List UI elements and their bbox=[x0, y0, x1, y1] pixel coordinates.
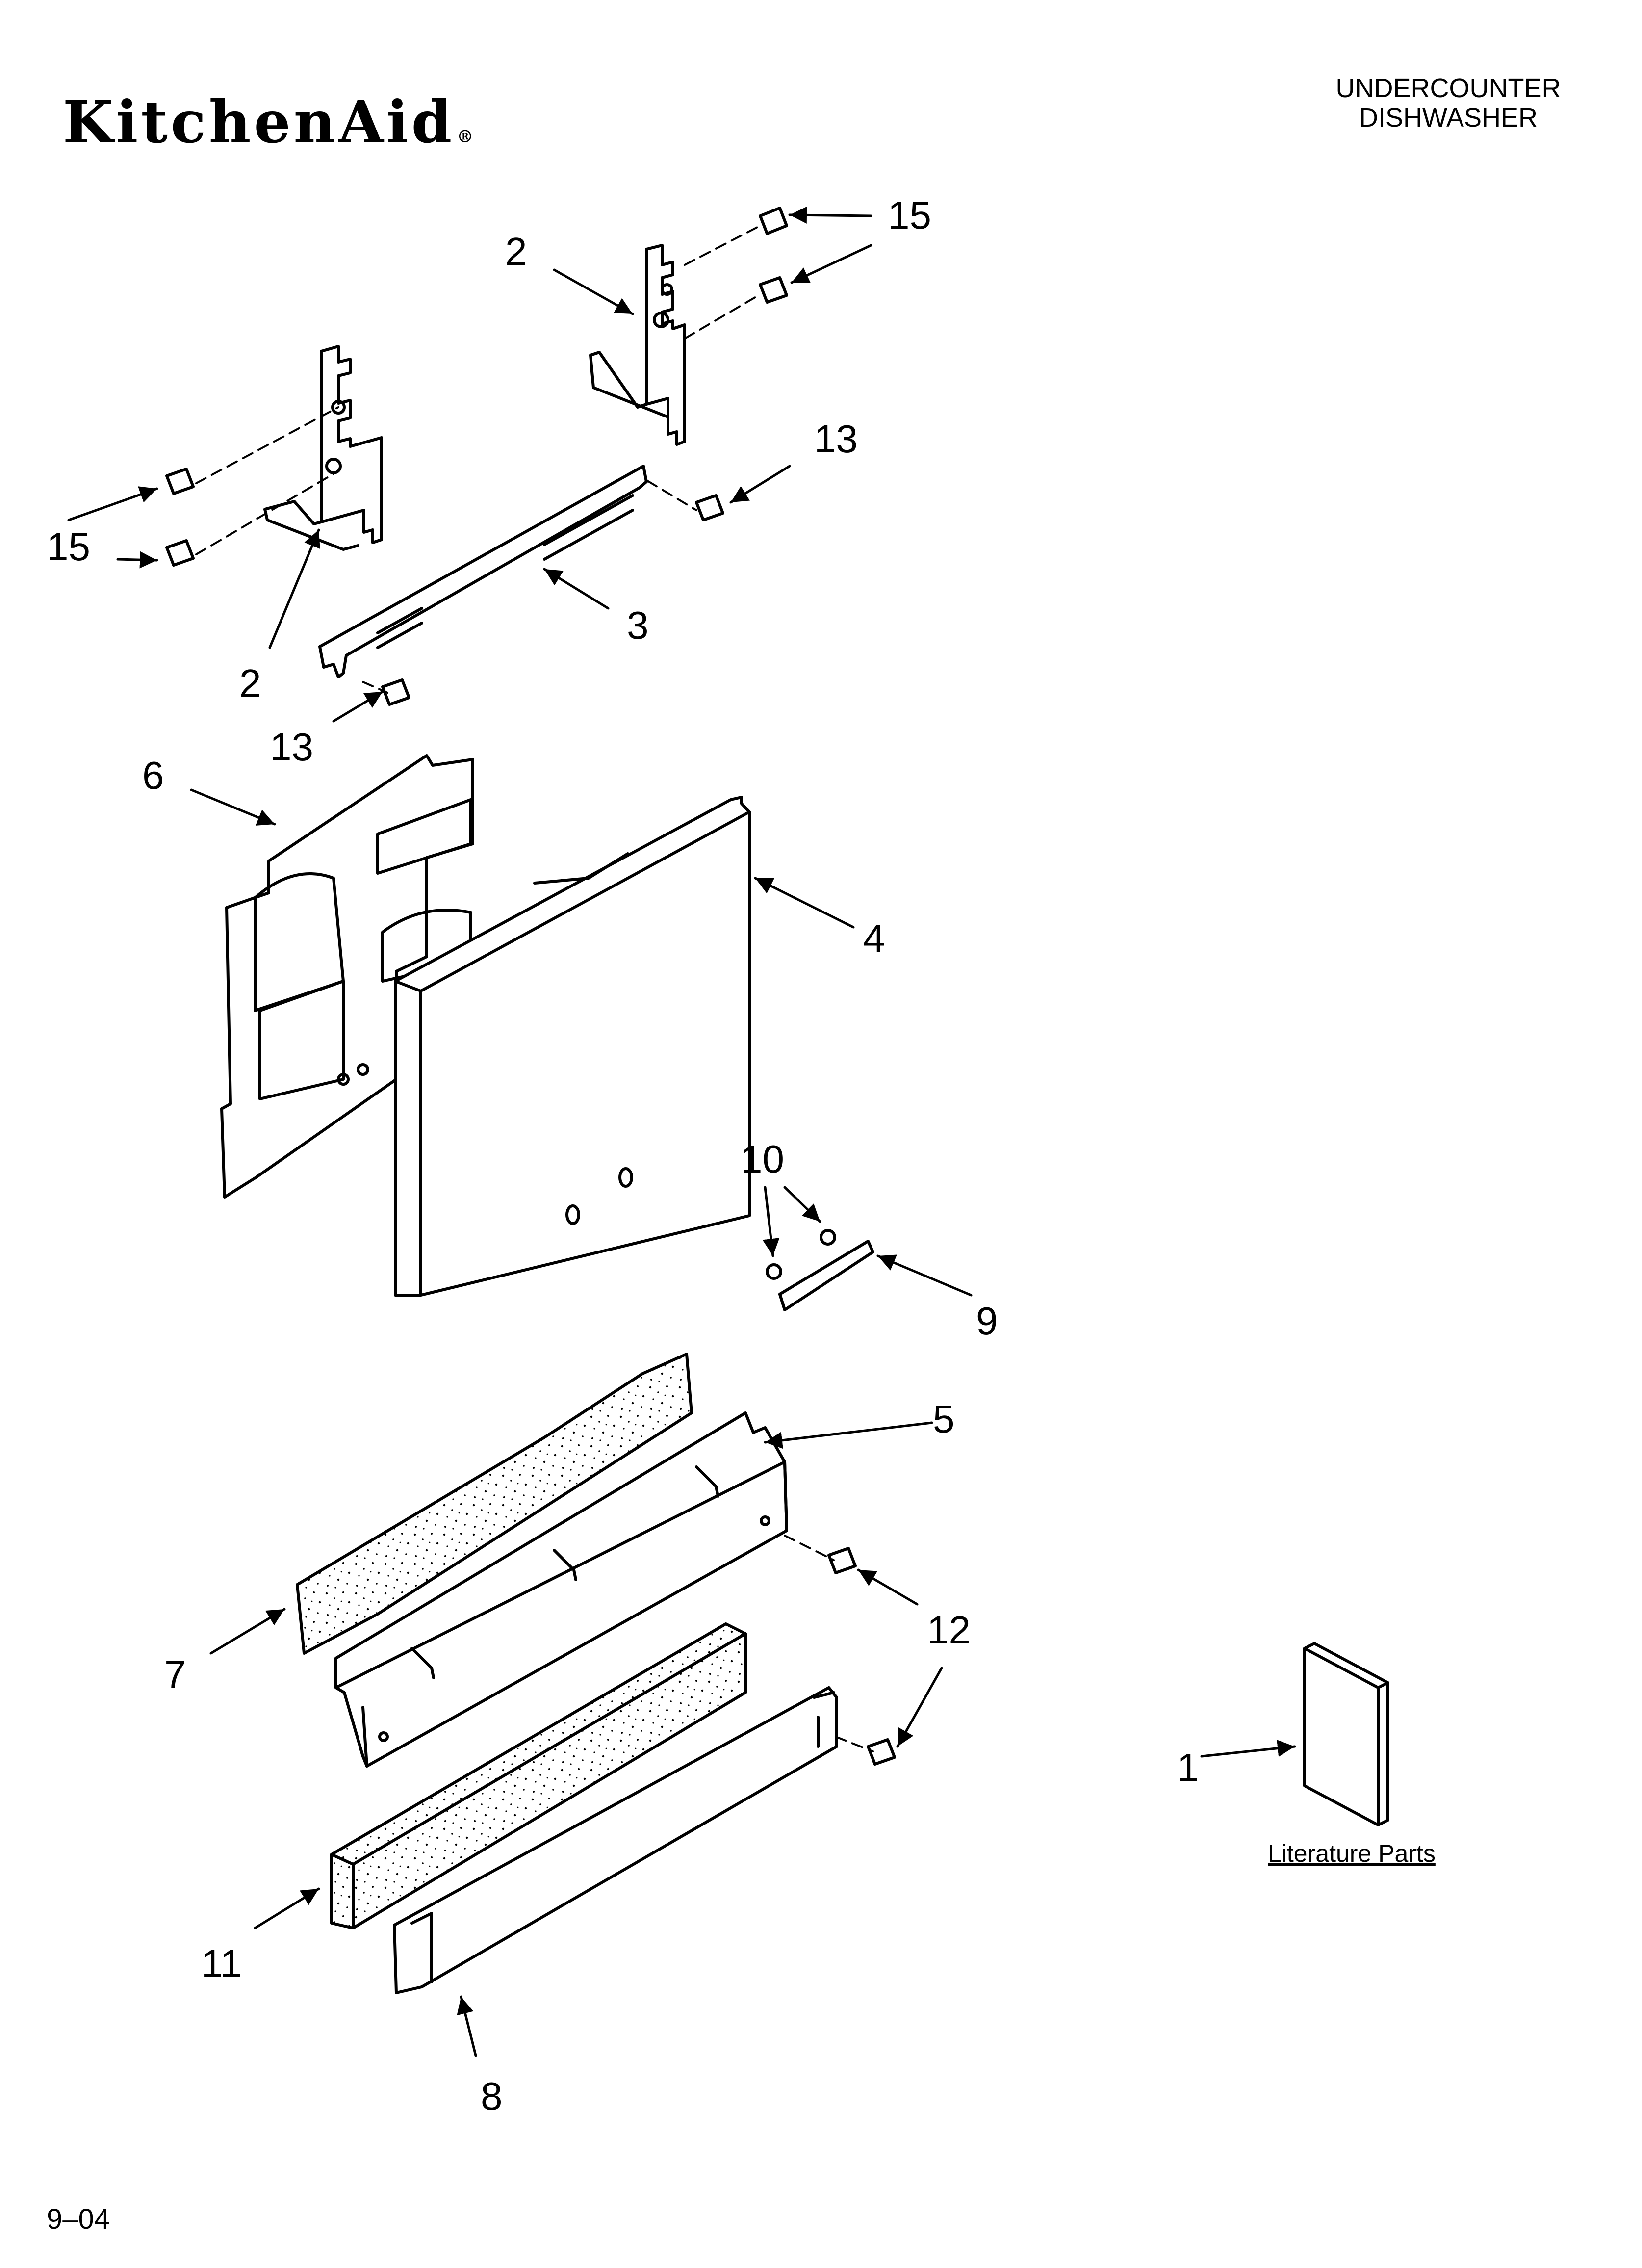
literature-booklet bbox=[1303, 1642, 1389, 1826]
callout-2-top: 2 bbox=[505, 230, 527, 273]
screw-12b bbox=[867, 1738, 896, 1766]
diagram-title: UNDERCOUNTER DISHWASHER bbox=[1301, 74, 1595, 132]
screw-15a bbox=[759, 207, 788, 235]
screw-13b bbox=[381, 678, 410, 706]
screw-15c bbox=[165, 468, 195, 495]
handle-nuts bbox=[766, 1229, 836, 1280]
callout-10: 10 bbox=[741, 1137, 784, 1181]
callout-11: 11 bbox=[201, 1942, 242, 1985]
outer-door-panel bbox=[394, 796, 751, 1297]
screws bbox=[165, 207, 896, 1766]
callout-labels: 15 2 13 15 3 2 13 6 4 10 9 5 12 7 1 11 8… bbox=[47, 193, 1436, 2118]
callout-arrows bbox=[67, 206, 1296, 2057]
screw-12a bbox=[827, 1547, 857, 1574]
callout-15-left: 15 bbox=[47, 525, 90, 569]
literature-parts-label: Literature Parts bbox=[1268, 1840, 1436, 1867]
insulation-strip-lower bbox=[330, 1622, 747, 1929]
callout-9: 9 bbox=[976, 1299, 998, 1343]
registered-mark: ® bbox=[457, 127, 477, 147]
callout-7: 7 bbox=[164, 1652, 186, 1696]
callout-4: 4 bbox=[863, 916, 885, 960]
callout-3: 3 bbox=[627, 603, 649, 647]
screw-15d bbox=[165, 539, 195, 567]
door-handle bbox=[778, 1240, 874, 1311]
title-line-1: UNDERCOUNTER bbox=[1335, 74, 1561, 103]
insulation-strip-upper bbox=[296, 1353, 693, 1655]
callout-2-left: 2 bbox=[239, 661, 261, 705]
kick-plate bbox=[393, 1686, 838, 1994]
brand-logo: KitchenAid® bbox=[63, 93, 476, 151]
toe-panel-bracket bbox=[334, 1411, 788, 1768]
mounting-bracket-right bbox=[589, 244, 686, 446]
mounting-bracket-left bbox=[263, 345, 383, 551]
callout-12: 12 bbox=[927, 1608, 971, 1652]
callout-13-left: 13 bbox=[270, 725, 313, 769]
title-line-2: DISHWASHER bbox=[1359, 103, 1538, 132]
callout-8: 8 bbox=[481, 2074, 503, 2118]
alignment-lines bbox=[195, 225, 874, 1752]
callout-1: 1 bbox=[1177, 1746, 1199, 1789]
revision-code: 9–04 bbox=[47, 2203, 110, 2235]
screw-13a bbox=[695, 494, 724, 521]
callout-15-top: 15 bbox=[888, 193, 931, 237]
callout-5: 5 bbox=[933, 1397, 955, 1441]
brand-name: KitchenAid bbox=[63, 88, 455, 156]
screw-15b bbox=[759, 276, 788, 304]
support-rail bbox=[318, 465, 648, 678]
callout-13-right: 13 bbox=[814, 417, 858, 461]
callout-6: 6 bbox=[142, 754, 164, 797]
